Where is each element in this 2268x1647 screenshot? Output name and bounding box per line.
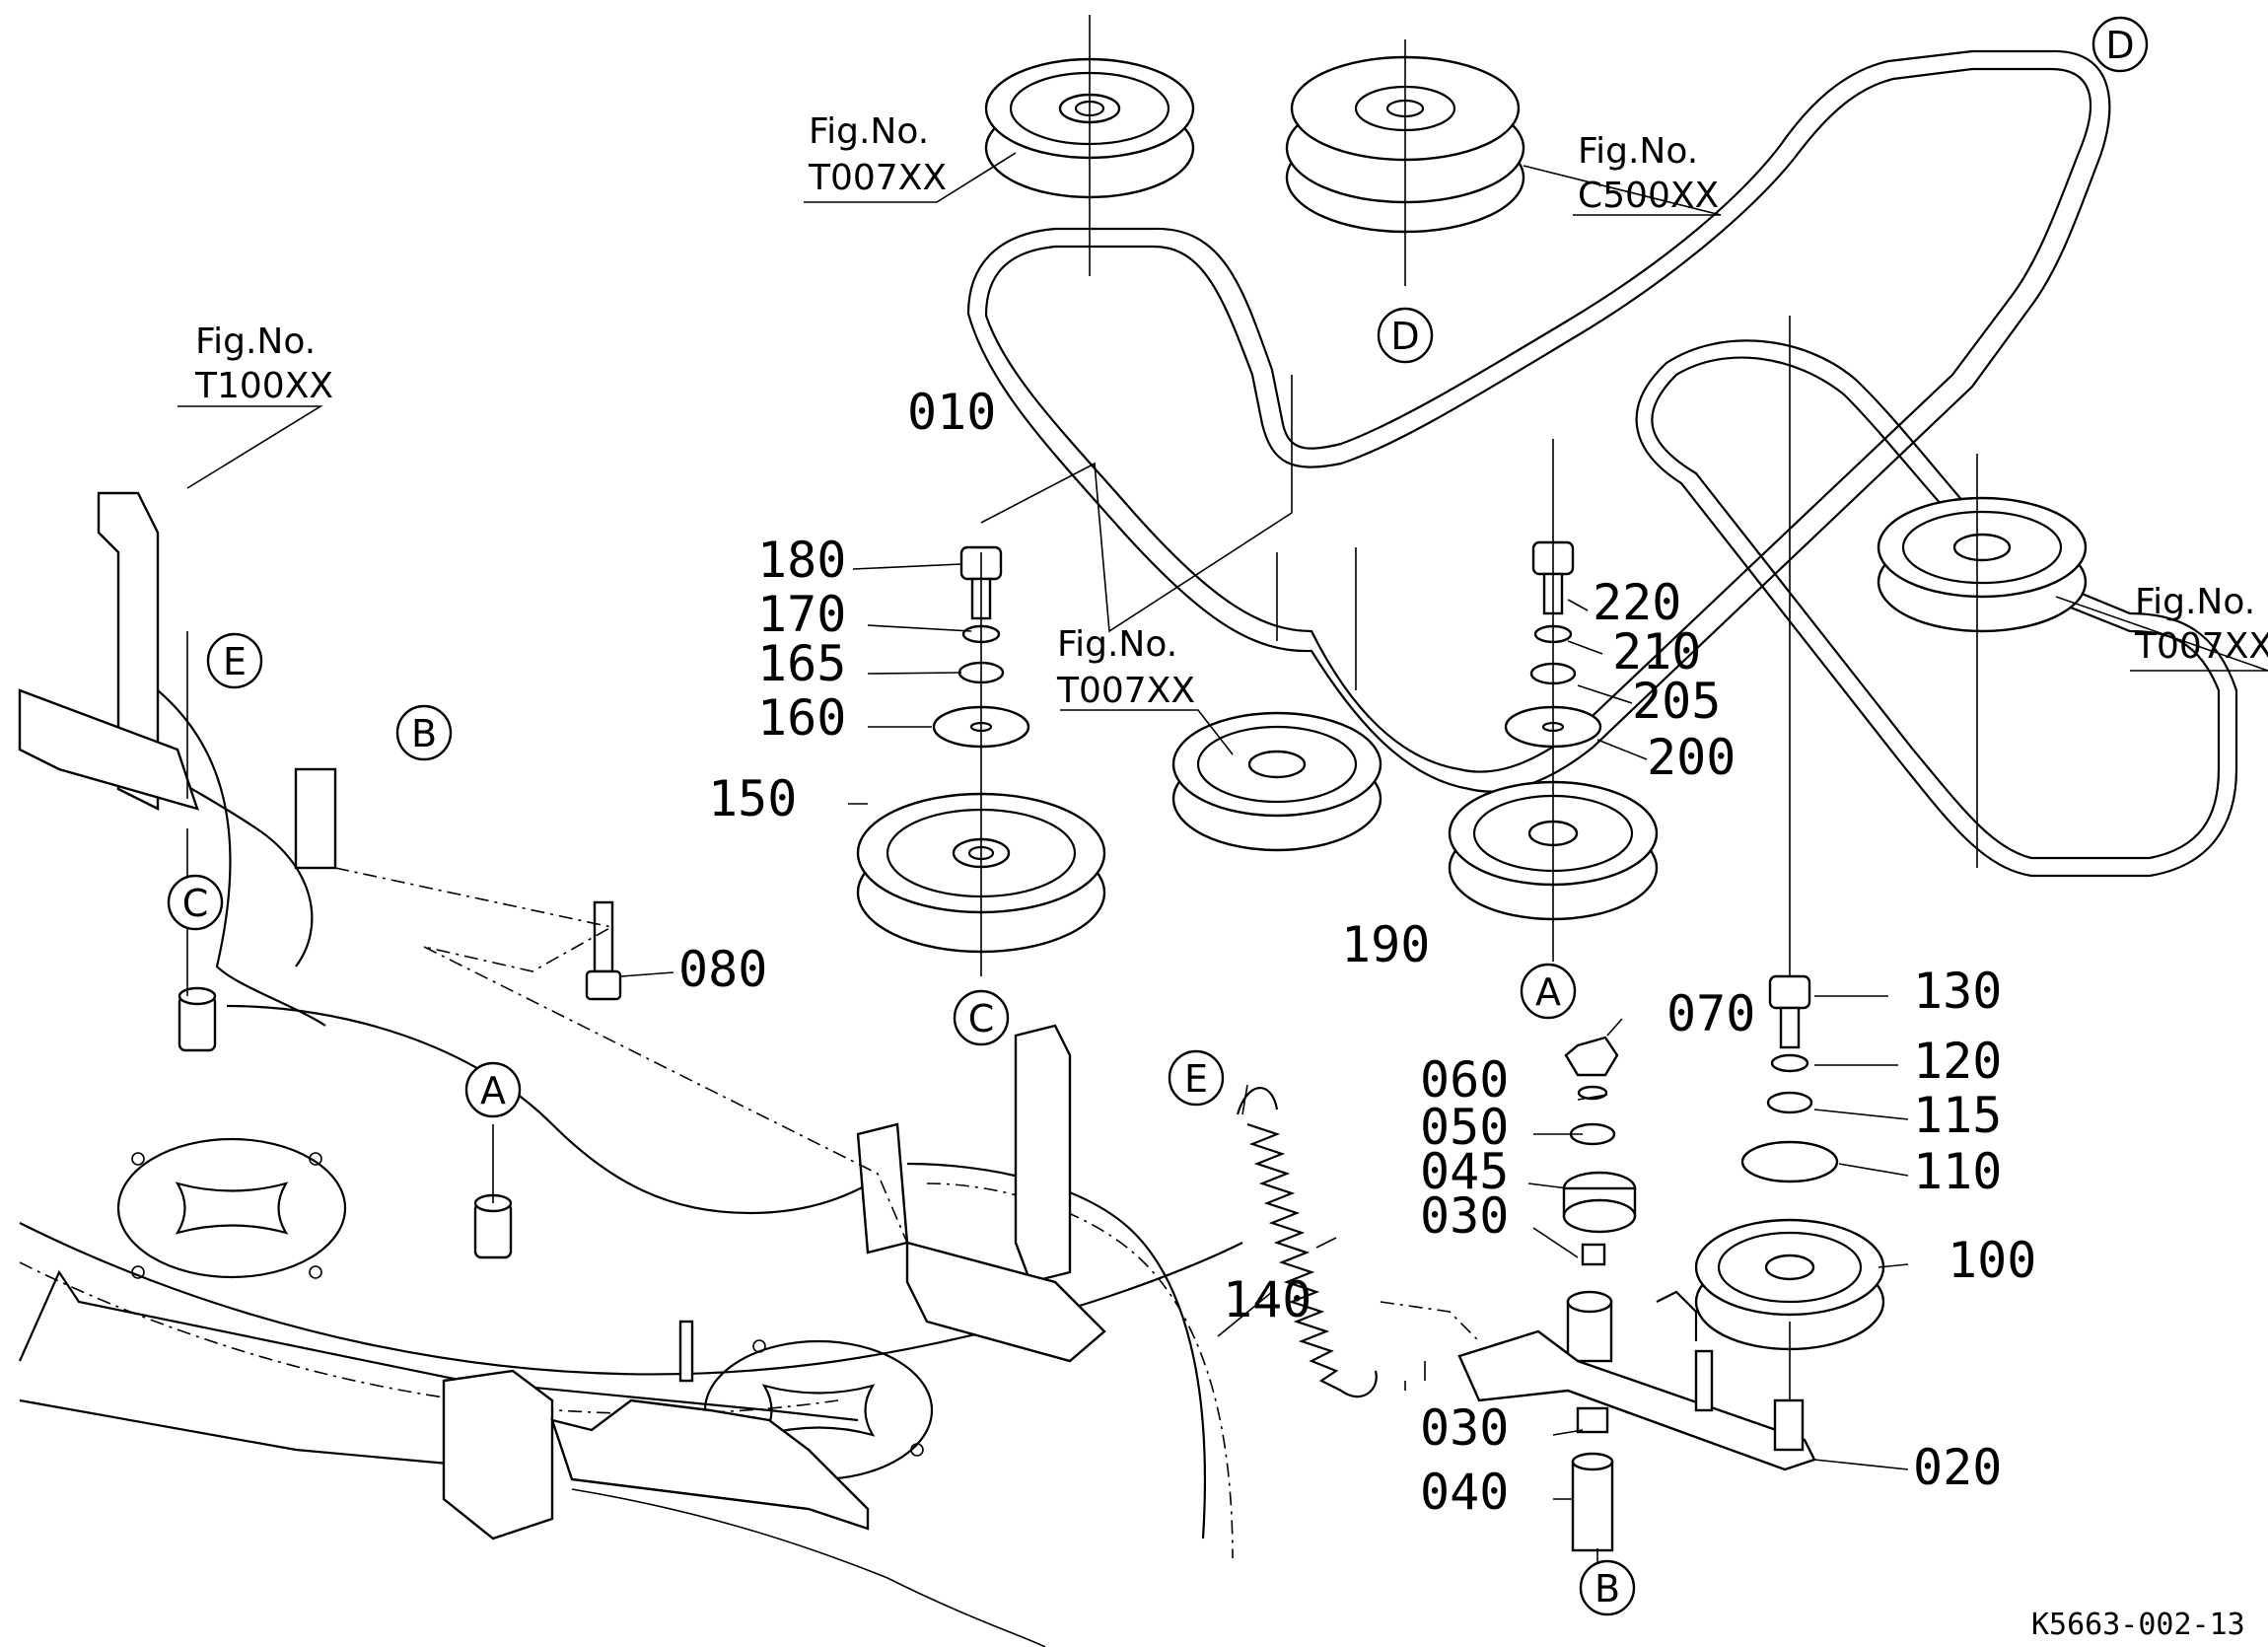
pulley-center-t007xx [1171,711,1382,852]
part-label-115: 115 [1913,1087,2002,1144]
hardware-stack-100 [1740,974,1839,1183]
part-label-150: 150 [708,770,797,827]
mower-deck [18,491,1243,1647]
part-label-220: 220 [1593,574,1681,631]
part-labels: 010 020 030 030 040 045 050 060 070 080 … [678,384,2036,1521]
part-label-010: 010 [907,384,996,441]
idler-pulley-100 [1694,1218,1885,1351]
svg-text:D: D [1390,315,1419,358]
part-label-030: 030 [1420,1399,1509,1457]
marker-c-left: C [167,874,224,931]
drive-belt-010 [966,49,2111,793]
svg-text:C: C [968,997,995,1040]
marker-a-deck: A [464,1061,522,1118]
spring-140 [1236,1087,1378,1398]
part-label-120: 120 [1913,1033,2002,1090]
fig-ref-code: T007XX [2134,626,2268,667]
part-label-160: 160 [757,689,846,747]
part-label-110: 110 [1913,1143,2002,1200]
part-label-070: 070 [1666,985,1755,1042]
svg-text:B: B [411,712,437,755]
svg-text:D: D [2105,24,2134,67]
marker-d-clutch: D [1377,307,1434,364]
part-label-100: 100 [1948,1232,2036,1289]
fig-ref-heading: Fig.No. [1057,624,1177,665]
svg-text:E: E [1184,1057,1208,1101]
fig-ref-heading: Fig.No. [809,111,929,152]
part-label-140: 140 [1223,1271,1311,1328]
tension-arm-stack [585,900,1816,1552]
part-label-165: 165 [757,635,846,692]
fig-ref-code: T100XX [194,366,333,406]
pulley-right-t007xx [1877,496,2088,633]
part-label-040: 040 [1420,1464,1509,1521]
marker-a-pulley: A [1520,963,1577,1020]
part-label-180: 180 [757,532,846,589]
fig-ref-heading: Fig.No. [195,322,316,362]
marker-e-left: E [206,632,263,689]
fig-ref-code: T007XX [1056,671,1195,711]
marker-b-bottom: B [1579,1559,1636,1616]
drawing-code: K5663-002-13 [2031,1608,2245,1642]
fig-ref-heading: Fig.No. [1578,131,1698,172]
part-label-205: 205 [1632,673,1721,730]
fig-ref-code: C500XX [1578,176,1719,216]
part-label-050: 050 [1420,1099,1509,1156]
part-label-030: 030 [1420,1187,1509,1245]
figure-references: Fig.No. T007XX Fig.No. C500XX Fig.No. T1… [194,111,2268,711]
fig-ref-heading: Fig.No. [2135,582,2255,622]
svg-text:A: A [480,1069,506,1112]
part-label-130: 130 [1913,963,2002,1020]
marker-b-left: B [395,704,453,761]
fig-ref-code: T007XX [808,158,947,198]
part-label-170: 170 [757,586,846,643]
svg-text:C: C [182,882,209,925]
svg-text:E: E [223,640,247,683]
part-label-200: 200 [1647,729,1736,786]
part-label-060: 060 [1420,1051,1509,1109]
svg-text:A: A [1535,970,1561,1014]
marker-e-spring: E [1168,1049,1225,1107]
connection-markers: D D E B C C A A E B [167,16,2149,1616]
part-label-080: 080 [678,941,767,998]
marker-c-pulley: C [953,989,1010,1046]
part-label-020: 020 [1913,1439,2002,1496]
svg-text:B: B [1595,1567,1620,1611]
part-label-045: 045 [1420,1143,1509,1200]
part-label-190: 190 [1341,916,1430,973]
marker-d-top-right: D [2091,16,2149,73]
part-label-210: 210 [1612,623,1701,680]
drive-belt-second [1635,339,2238,878]
